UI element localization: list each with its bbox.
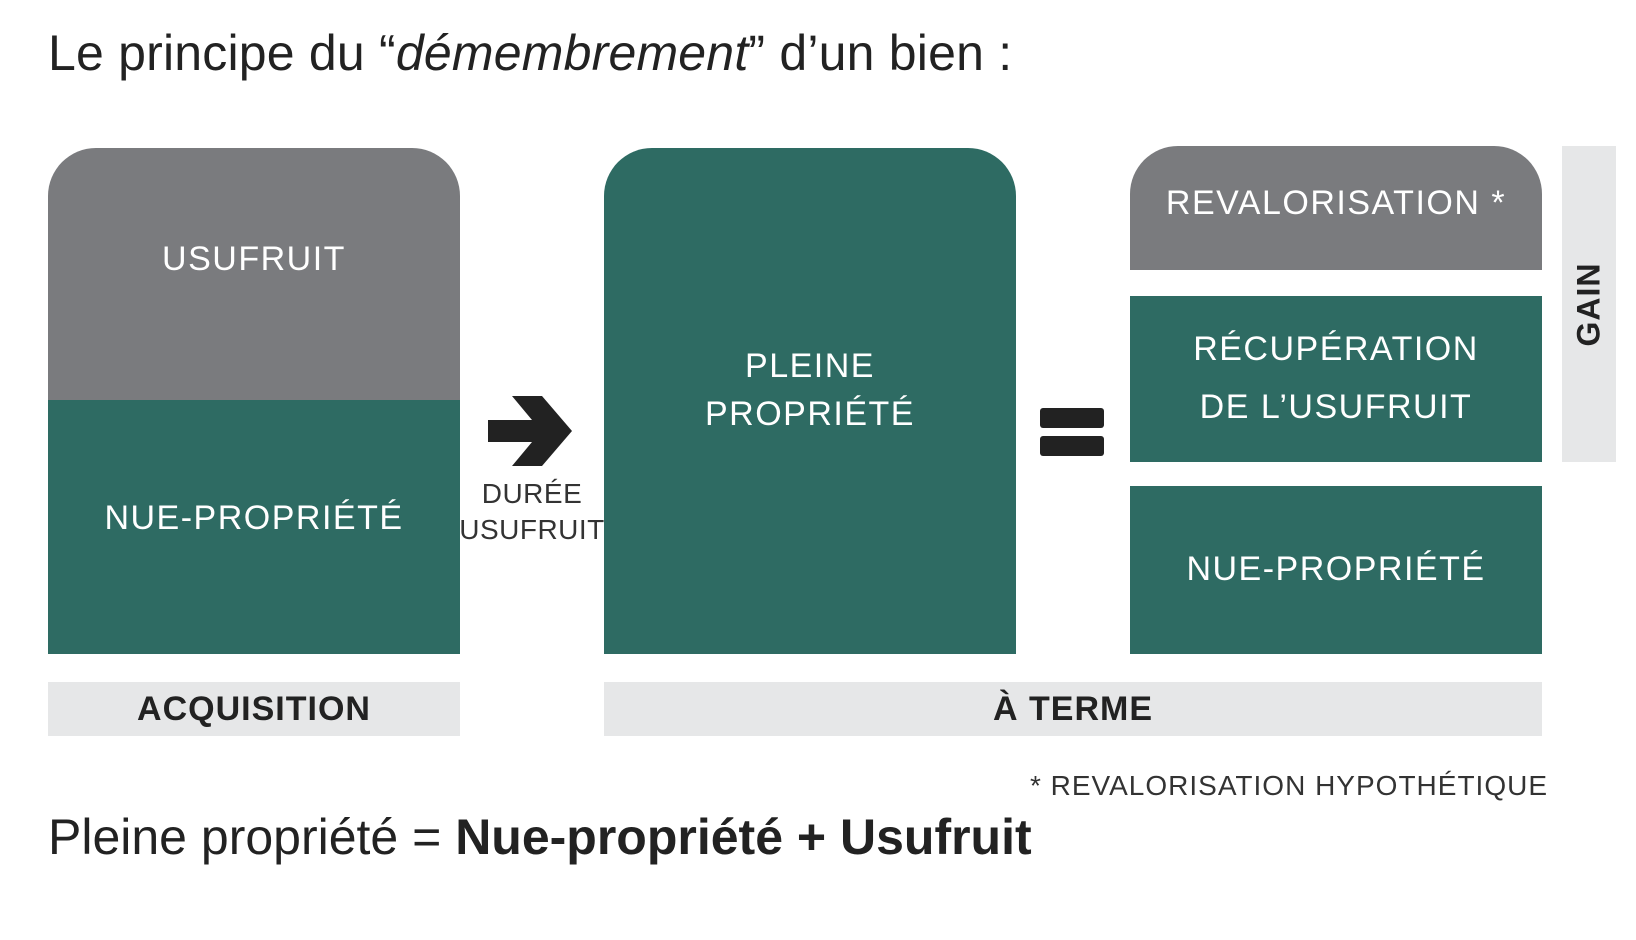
footnote-text: * REVALORISATION HYPOTHÉTIQUE xyxy=(1029,770,1548,801)
revalorisation-label: REVALORISATION * xyxy=(1165,184,1507,223)
duree-line2: USUFRUIT xyxy=(459,514,605,546)
gain-label: GAIN xyxy=(1570,262,1607,346)
title-after: ” d’un bien : xyxy=(748,25,1013,81)
page-title: Le principe du “démembrement” d’un bien … xyxy=(48,24,1012,82)
duree-usufruit-text: DURÉE USUFRUIT xyxy=(459,476,605,549)
recuperation-line2: DE L’USUFRUIT xyxy=(1199,388,1473,426)
recuperation-line1: RÉCUPÉRATION xyxy=(1193,330,1479,369)
usufruit-box: USUFRUIT xyxy=(48,148,460,400)
pleine-line1: PLEINE xyxy=(745,347,875,386)
title-before: Le principe du “ xyxy=(48,25,396,81)
pleine-line2: PROPRIÉTÉ xyxy=(705,395,915,433)
title-italic: démembrement xyxy=(395,25,749,81)
nue-propriete-label-left: NUE-PROPRIÉTÉ xyxy=(104,499,404,538)
footnote: * REVALORISATION HYPOTHÉTIQUE xyxy=(1030,768,1548,804)
nue-propriete-box-right: NUE-PROPRIÉTÉ xyxy=(1130,486,1542,654)
duree-line1: DURÉE xyxy=(481,478,583,509)
formula-rhs: Nue-propriété + Usufruit xyxy=(455,809,1032,865)
acquisition-label: ACQUISITION xyxy=(137,689,371,728)
pleine-propriete-box: PLEINE PROPRIÉTÉ xyxy=(604,148,1016,654)
formula: Pleine propriété = Nue-propriété + Usufr… xyxy=(48,808,1032,866)
nue-propriete-label-right: NUE-PROPRIÉTÉ xyxy=(1186,550,1486,589)
gain-bar: GAIN xyxy=(1562,146,1616,462)
nue-propriete-box-left: NUE-PROPRIÉTÉ xyxy=(48,400,460,654)
a-terme-caption: À TERME xyxy=(604,682,1542,736)
recuperation-box: RÉCUPÉRATION DE L’USUFRUIT xyxy=(1130,296,1542,462)
equals-sign-top xyxy=(1040,408,1104,428)
formula-lhs: Pleine propriété = xyxy=(48,809,456,865)
a-terme-label: À TERME xyxy=(993,689,1153,728)
arrow-right-icon xyxy=(488,396,572,466)
acquisition-caption: ACQUISITION xyxy=(48,682,460,736)
equals-sign-bottom xyxy=(1040,436,1104,456)
revalorisation-box: REVALORISATION * xyxy=(1130,146,1542,270)
usufruit-label: USUFRUIT xyxy=(162,240,346,279)
